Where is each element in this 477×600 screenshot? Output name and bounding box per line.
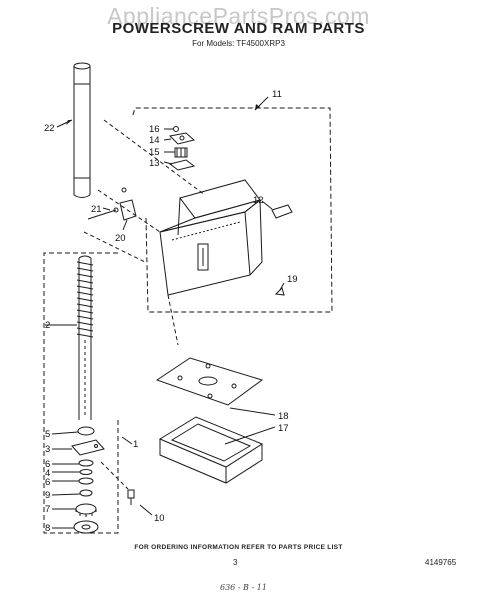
main-housing — [159, 179, 263, 296]
part-8-pulley — [73, 520, 99, 534]
callout-20: 20 — [115, 233, 126, 244]
part-17-tray — [158, 416, 264, 484]
diagram-title: POWERSCREW AND RAM PARTS — [112, 20, 365, 37]
callout-6b: 6 — [45, 477, 50, 488]
part-19-pin — [274, 287, 285, 296]
callout-14: 14 — [149, 135, 160, 146]
part-15-gear — [174, 147, 188, 158]
part-6-washer-2 — [78, 477, 94, 485]
part-13-plate — [168, 159, 196, 171]
callout-1: 1 — [133, 439, 138, 450]
leader-1 — [121, 436, 133, 445]
part-12-clip — [271, 204, 293, 219]
callout-19: 19 — [287, 274, 298, 285]
callout-21: 21 — [91, 204, 102, 215]
callout-10: 10 — [154, 513, 165, 524]
part-4-washer — [79, 469, 93, 475]
group-1-outline — [43, 252, 119, 534]
models-label: For Models: TF4500XRP3 — [192, 39, 285, 48]
part-5-bearing — [77, 426, 95, 436]
part-10-screw — [100, 461, 135, 505]
part-3-plate — [71, 439, 105, 456]
part-2-powerscrew — [76, 255, 94, 420]
callout-3: 3 — [45, 444, 50, 455]
callout-8: 8 — [45, 523, 50, 534]
callout-18: 18 — [278, 411, 289, 422]
callout-17: 17 — [278, 423, 289, 434]
leader-18 — [229, 407, 276, 416]
callout-9: 9 — [45, 490, 50, 501]
document-part-code: 4149765 — [425, 558, 457, 567]
callout-15: 15 — [149, 147, 160, 158]
callout-16: 16 — [149, 124, 160, 135]
callout-6: 6 — [45, 459, 50, 470]
part-18-ram-plate — [155, 357, 264, 406]
part-6-washer — [78, 459, 94, 467]
part-9-ring — [79, 489, 93, 497]
part-20-block — [119, 199, 137, 221]
callout-13: 13 — [149, 158, 160, 169]
callout-7: 7 — [45, 504, 50, 515]
leader-10 — [139, 504, 153, 516]
page-number: 3 — [233, 558, 238, 567]
callout-5: 5 — [45, 429, 50, 440]
part-16-screw — [173, 126, 179, 132]
leader-17 — [224, 426, 276, 445]
callout-2: 2 — [45, 320, 50, 331]
callout-22: 22 — [44, 123, 55, 134]
callout-11: 11 — [272, 89, 282, 100]
part-22-tube — [73, 62, 91, 198]
callout-12: 12 — [253, 195, 264, 206]
watermark: AppliancePartsPros.com — [107, 3, 370, 29]
group-11-outline — [132, 107, 333, 313]
part-21-screw — [87, 187, 127, 220]
ordering-note: FOR ORDERING INFORMATION REFER TO PARTS … — [134, 544, 343, 551]
part-14-bracket — [168, 132, 196, 145]
callout-4: 4 — [45, 468, 50, 479]
part-7-gear — [75, 503, 97, 517]
handwritten-code: 636 - B - 11 — [220, 583, 267, 592]
